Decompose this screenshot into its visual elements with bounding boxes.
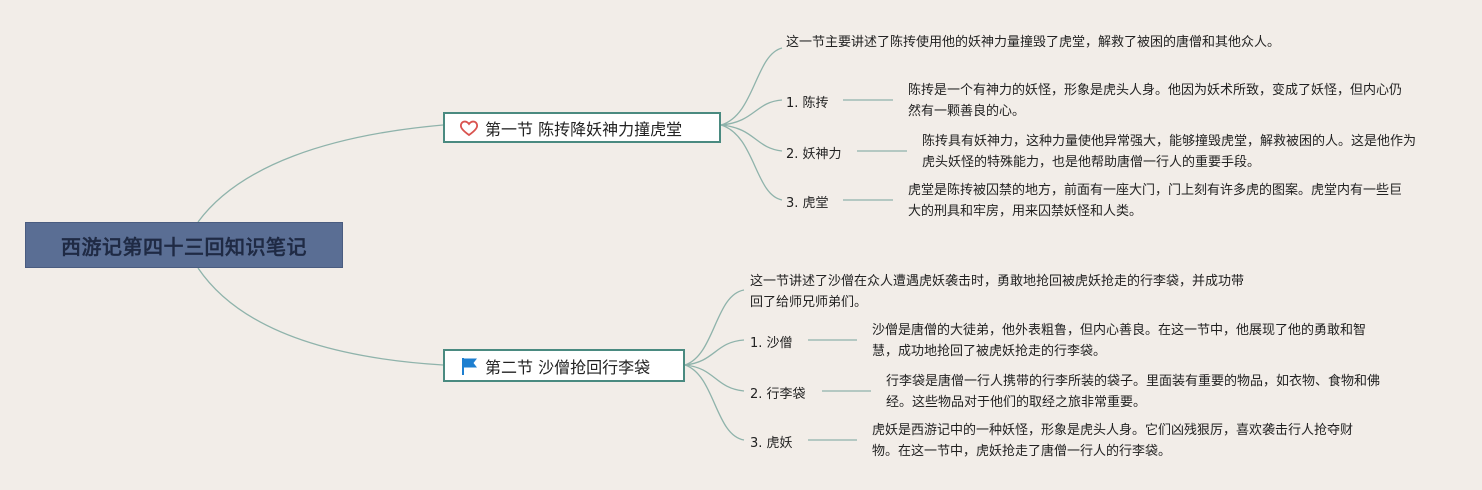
heart-icon <box>459 118 479 138</box>
section-1-topic[interactable]: 第一节 陈抟降妖神力撞虎堂 <box>443 112 721 143</box>
section-1-item-1-label[interactable]: 1. 陈抟 <box>786 96 829 111</box>
section-1-title: 第一节 陈抟降妖神力撞虎堂 <box>485 119 683 139</box>
section-2-item-2-label[interactable]: 2. 行李袋 <box>750 387 806 402</box>
section-2-item-3-note: 虎妖是西游记中的一种妖怪，形象是虎头人身。它们凶残狠厉，喜欢袭击行人抢夺财物。在… <box>872 423 1354 459</box>
section-1-item-2-note: 陈抟具有妖神力，这种力量使他异常强大，能够撞毁虎堂，解救被困的人。这是他作为虎头… <box>922 134 1417 170</box>
section-1-summary: 这一节主要讲述了陈抟使用他的妖神力量撞毁了虎堂，解救了被困的唐僧和其他众人。 <box>786 35 1281 50</box>
section-2-item-1-label[interactable]: 1. 沙僧 <box>750 336 793 351</box>
section-1-item-2-label[interactable]: 2. 妖神力 <box>786 147 842 162</box>
section-1-item-3-label[interactable]: 3. 虎堂 <box>786 196 829 211</box>
root-title: 西游记第四十三回知识笔记 <box>61 234 307 259</box>
root-topic[interactable]: 西游记第四十三回知识笔记 <box>25 222 343 268</box>
section-2-topic[interactable]: 第二节 沙僧抢回行李袋 <box>443 349 685 382</box>
section-1-item-3-note: 虎堂是陈抟被囚禁的地方，前面有一座大门，门上刻有许多虎的图案。虎堂内有一些巨大的… <box>908 183 1403 219</box>
section-2-title: 第二节 沙僧抢回行李袋 <box>485 357 651 377</box>
section-2-summary: 这一节讲述了沙僧在众人遭遇虎妖袭击时，勇敢地抢回被虎妖抢走的行李袋，并成功带回了… <box>750 274 1245 310</box>
section-1-item-1-note: 陈抟是一个有神力的妖怪，形象是虎头人身。他因为妖术所致，变成了妖怪，但内心仍然有… <box>908 83 1403 119</box>
flag-icon <box>459 356 479 376</box>
section-2-item-3-label[interactable]: 3. 虎妖 <box>750 436 793 451</box>
section-2-item-2-note: 行李袋是唐僧一行人携带的行李所装的袋子。里面装有重要的物品，如衣物、食物和佛经。… <box>886 374 1381 410</box>
section-2-item-1-note: 沙僧是唐僧的大徒弟，他外表粗鲁，但内心善良。在这一节中，他展现了他的勇敢和智慧，… <box>872 323 1367 359</box>
